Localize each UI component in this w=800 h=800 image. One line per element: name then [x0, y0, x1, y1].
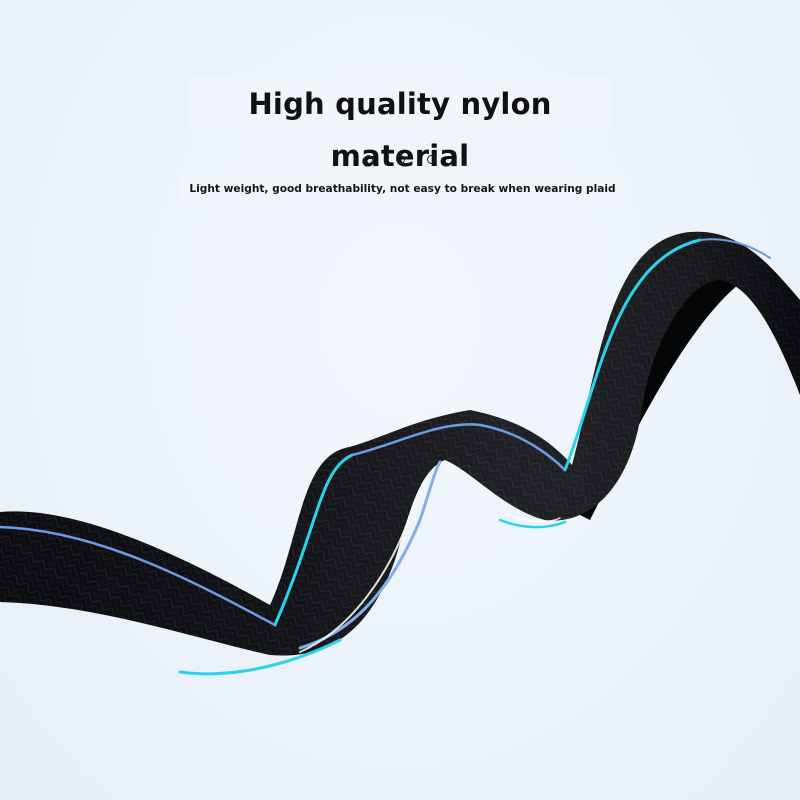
decorative-dots	[364, 152, 436, 166]
accent-stripes	[0, 238, 771, 676]
circle-dot-icon	[395, 154, 405, 164]
circle-dot-icon	[364, 154, 373, 164]
strap-shading	[0, 231, 800, 656]
page-title: High quality nylon material	[190, 78, 610, 173]
highlight-edges	[299, 509, 561, 653]
page-subtitle: Light weight, good breathability, not ea…	[180, 176, 625, 202]
circle-dot-icon	[427, 154, 436, 164]
